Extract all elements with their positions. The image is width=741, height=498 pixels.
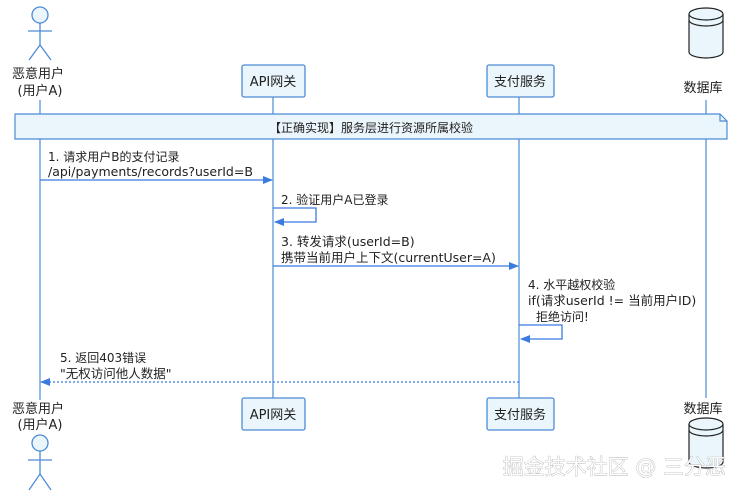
note-fold: [719, 114, 727, 122]
watermark: 掘金技术社区 @ 三分恶: [503, 455, 726, 479]
message-3-line-1: 3. 转发请求(userId=B): [281, 234, 415, 249]
note-text: 【正确实现】服务层进行资源所属校验: [269, 120, 473, 135]
attacker-top-label-1: 恶意用户: [12, 66, 64, 82]
participant-gateway-bottom: [241, 397, 306, 431]
database-bottom-icon: [688, 417, 724, 469]
participant-payment-bottom: [486, 397, 555, 431]
message-4-line-3: 拒绝访问!: [536, 309, 589, 324]
attacker-bottom-label-1: 恶意用户: [12, 401, 64, 417]
message-2-arrow: [273, 207, 317, 226]
actor-head-icon: [31, 434, 49, 452]
payment-top-label: 支付服务: [494, 74, 546, 90]
message-3-line-2: 携带当前用户上下文(currentUser=A): [281, 250, 496, 265]
actor-attacker-top: [28, 6, 52, 61]
actor-attacker-bottom: [28, 434, 52, 491]
message-5-line-2: "无权访问他人数据": [60, 366, 172, 381]
attacker-top-label-2: (用户A): [17, 83, 62, 99]
message-5-line-1: 5. 返回403错误: [60, 351, 146, 365]
attacker-bottom-label-2: (用户A): [17, 417, 62, 433]
participant-gateway-top: [241, 64, 306, 98]
payment-bottom-label: 支付服务: [494, 407, 546, 423]
actor-head-icon: [31, 6, 49, 24]
gateway-bottom-label: API网关: [250, 408, 297, 423]
message-4-line-1: 4. 水平越权校验: [528, 277, 615, 292]
participant-payment-top: [486, 64, 555, 98]
database-top-label: 数据库: [683, 80, 722, 96]
note-box: [14, 113, 728, 140]
message-4-line-2: if(请求userId != 当前用户ID): [528, 293, 696, 308]
message-1-line-1: 1. 请求用户B的支付记录: [48, 149, 180, 164]
message-1-line-2: /api/payments/records?userId=B: [48, 164, 253, 179]
database-top-icon: [688, 7, 724, 59]
database-bottom-label: 数据库: [683, 401, 722, 417]
message-2-line-1: 2. 验证用户A已登录: [281, 192, 388, 207]
gateway-top-label: API网关: [250, 75, 297, 90]
message-4-arrow: [519, 324, 563, 343]
